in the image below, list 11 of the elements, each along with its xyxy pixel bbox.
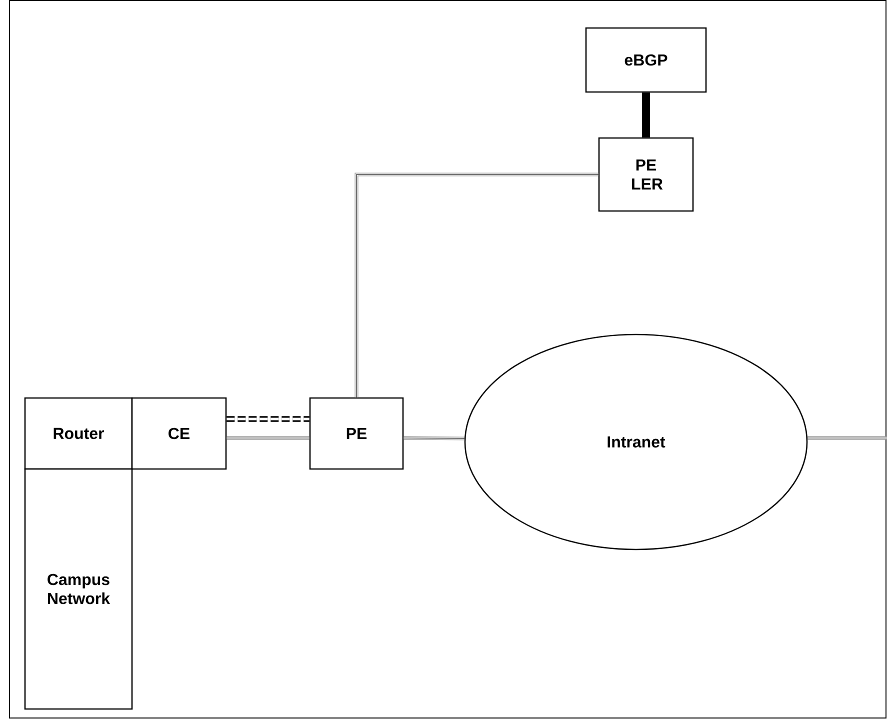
link-line (354, 172, 599, 398)
network-box: Router (24, 397, 133, 470)
link-line (807, 436, 887, 440)
network-box: PE LER (598, 137, 694, 212)
network-box: PE (309, 397, 404, 470)
link-line (226, 436, 310, 440)
dashed-link-line (226, 416, 310, 422)
link-line (403, 436, 465, 440)
network-box: eBGP (585, 27, 707, 93)
network-box: CE (131, 397, 227, 470)
thick-link-line (642, 92, 650, 138)
